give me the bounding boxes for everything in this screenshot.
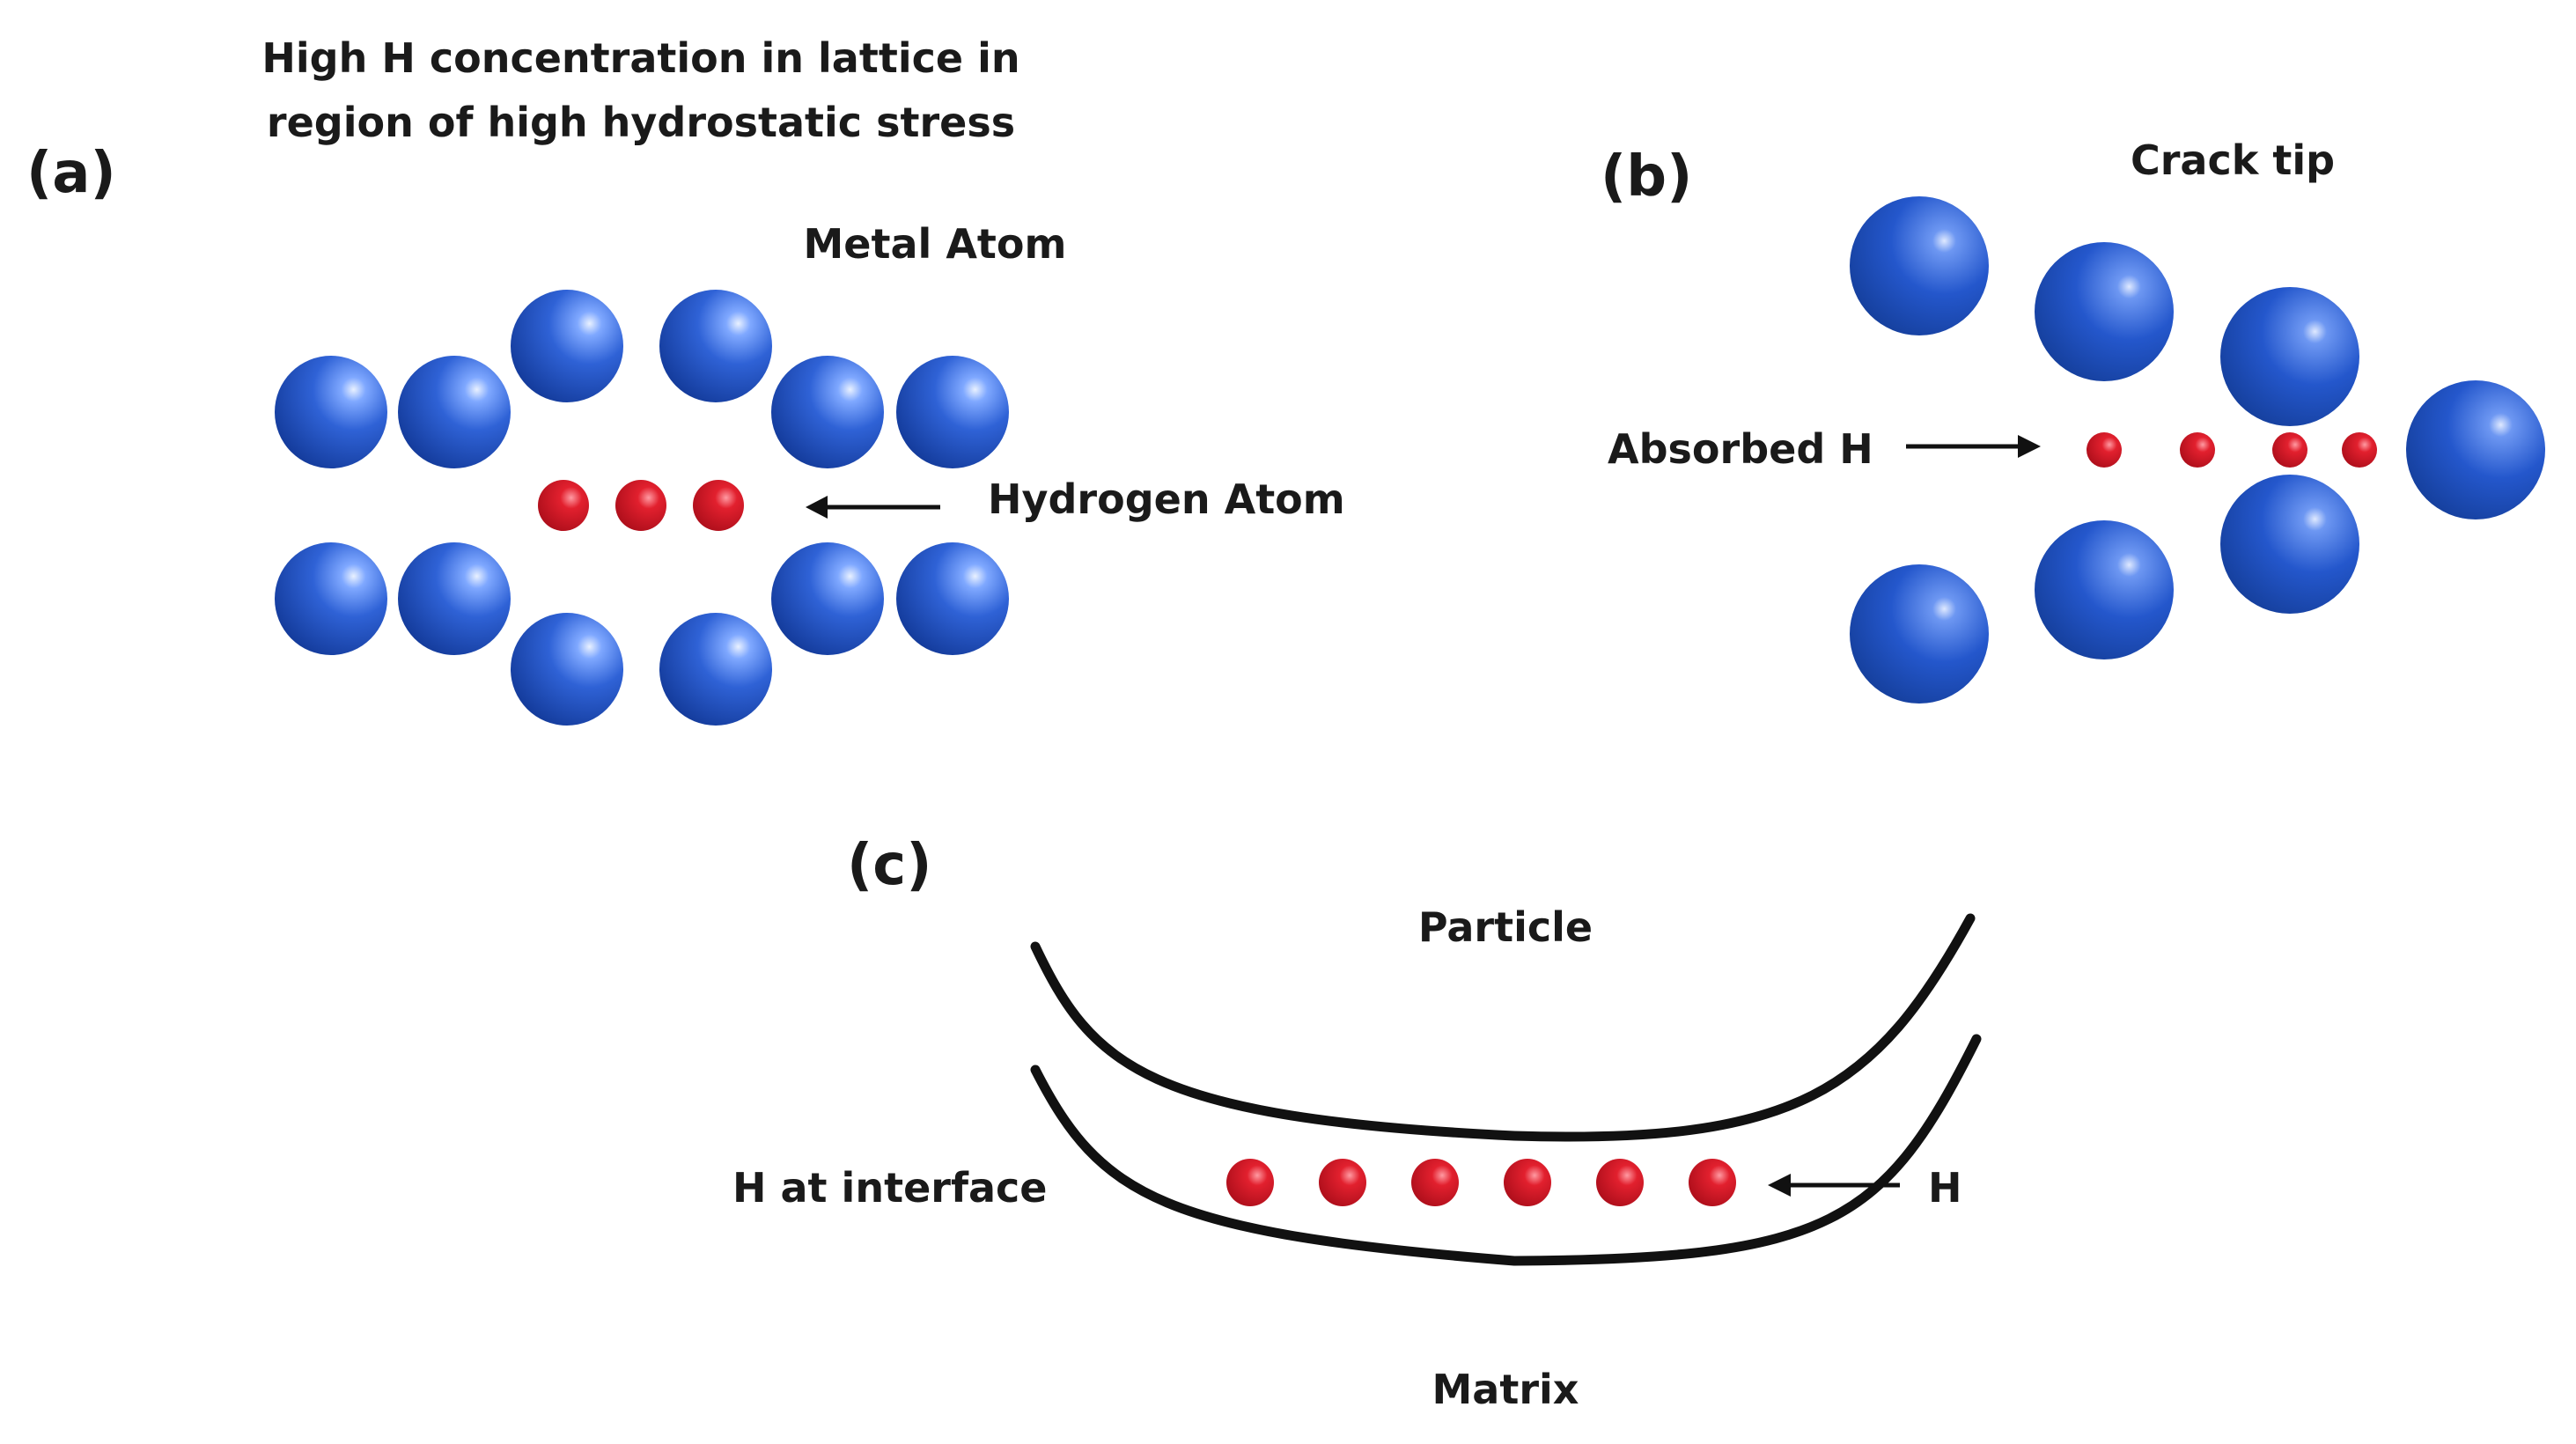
particle-label: Particle — [1418, 903, 1593, 951]
hydrogen-atom — [1504, 1159, 1551, 1206]
panel-a-title-line2: region of high hydrostatic stress — [267, 99, 1015, 146]
metal-atom — [511, 290, 623, 402]
hydrogen-atom — [2087, 432, 2122, 468]
metal-atom — [659, 613, 772, 726]
absorbed-h-label: Absorbed H — [1608, 425, 1873, 473]
metal-atom — [275, 542, 387, 655]
metal-atom — [771, 542, 884, 655]
hydrogen-atom — [1226, 1159, 1274, 1206]
metal-atoms-a — [275, 290, 1009, 726]
metal-atom — [398, 356, 511, 468]
hydrogen-atom-label: Hydrogen Atom — [988, 475, 1345, 523]
metal-atom — [896, 356, 1009, 468]
panel-a: (a) High H concentration in lattice in r… — [26, 34, 1345, 726]
hydrogen-atom — [1411, 1159, 1459, 1206]
matrix-boundary-curve — [1030, 1034, 1982, 1266]
metal-atom — [2035, 242, 2174, 381]
metal-atom — [1850, 196, 1989, 335]
hydrogen-atom — [2342, 432, 2377, 468]
hydrogen-atom — [1689, 1159, 1736, 1206]
h-at-interface-label: H at interface — [732, 1164, 1047, 1212]
panel-b-letter: (b) — [1601, 144, 1692, 210]
hydrogen-atom — [1596, 1159, 1644, 1206]
hydrogen-arrow-a — [806, 496, 940, 519]
hydrogen-atom — [2180, 432, 2215, 468]
hydrogen-atom — [538, 480, 589, 531]
metal-atom-label: Metal Atom — [804, 220, 1067, 268]
metal-atom — [2220, 287, 2359, 426]
metal-atom — [659, 290, 772, 402]
hydrogen-atom — [2272, 432, 2307, 468]
metal-atom — [1850, 564, 1989, 704]
hydrogen-atom — [615, 480, 666, 531]
metal-atom — [511, 613, 623, 726]
panel-c: (c) Particle H at interface H Matrix — [732, 833, 1982, 1413]
panel-a-title-line1: High H concentration in lattice in — [261, 34, 1019, 82]
metal-atom — [2406, 380, 2545, 519]
matrix-label: Matrix — [1432, 1366, 1579, 1413]
metal-atoms-b — [1850, 196, 2545, 704]
absorbed-h-arrow — [1906, 435, 2041, 458]
metal-atom — [275, 356, 387, 468]
hydrogen-atoms-b — [2087, 432, 2377, 468]
h-arrow-c — [1768, 1174, 1900, 1197]
hydrogen-atoms-a — [538, 480, 744, 531]
metal-atom — [771, 356, 884, 468]
metal-atom — [398, 542, 511, 655]
particle-boundary-curve — [1030, 913, 1976, 1142]
hydrogen-atom — [693, 480, 744, 531]
hydrogen-atoms-c — [1226, 1159, 1736, 1206]
panel-a-letter: (a) — [26, 141, 116, 206]
panel-b: (b) Crack tip Absorbed H — [1601, 136, 2545, 704]
metal-atom — [896, 542, 1009, 655]
panel-c-letter: (c) — [847, 833, 931, 898]
metal-atom — [2035, 520, 2174, 659]
hydrogen-atom — [1319, 1159, 1366, 1206]
metal-atom — [2220, 475, 2359, 614]
crack-tip-label: Crack tip — [2131, 136, 2335, 184]
h-label: H — [1928, 1164, 1962, 1212]
